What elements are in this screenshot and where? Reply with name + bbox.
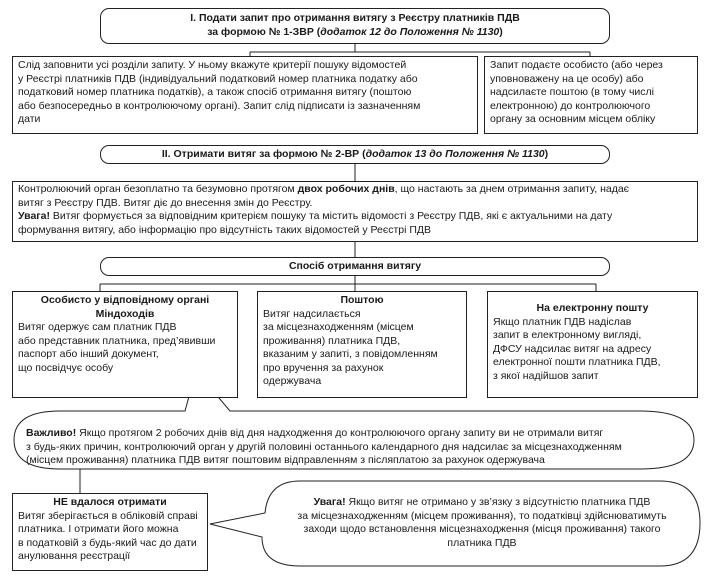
control-warning-line2: формування витягу, або інформацію про ві… — [18, 223, 432, 236]
step1-title-line1: I. Подати запит про отримання витягу з Р… — [190, 12, 520, 24]
warning-note: Увага! Якщо витяг не отримано у зв’язку … — [270, 496, 694, 550]
failed-text-line: Витяг зберігається в обліковій справі — [18, 509, 198, 522]
method-header: Спосіб отримання витягу — [100, 257, 610, 276]
important-line2: з будь-яких причин, контролюючий орган у… — [26, 440, 622, 453]
personal-text-line: що посвідчує особу — [18, 361, 114, 374]
submit-text-line: органу за основним місцем обліку — [490, 113, 656, 125]
mail-text-line: за місцезнаходженням (місцем — [263, 321, 414, 333]
personal-text-line: паспорт або інший документ, — [18, 348, 159, 360]
method-personal-box: Особисто у відповідному органі Міндоході… — [12, 291, 238, 398]
failed-text-line: анулювання реєстрації — [18, 550, 131, 562]
important-line1: Важливо! Якщо протягом 2 робочих днів ві… — [26, 427, 604, 439]
control-text-line2: витяг з Реєстру ПДВ. Витяг діє до внесен… — [18, 196, 313, 209]
email-text-line: ДФСУ надсилає витяг на адресу — [493, 342, 652, 355]
method-mail-title: Поштою — [340, 294, 384, 306]
method-email-title: На електронну пошту — [536, 302, 649, 314]
warning-line3: заходи щодо встановлення місцезнаходженн… — [303, 523, 661, 535]
mail-text-line: Витяг надсилається — [263, 307, 361, 320]
fill-text-line: або безпосередньо в контролюючому органі… — [18, 99, 421, 112]
mail-text-line: про вручення за рахунок — [263, 361, 384, 374]
failed-text-line: в податковій з будь-який час до дати — [18, 536, 197, 549]
fill-text-line: Слід заповнити усі розділи запиту. У ньо… — [18, 59, 407, 71]
personal-text-line: або представник платника, пред’явивши — [18, 334, 216, 347]
failed-box: НЕ вдалося отримати Витяг зберігається в… — [12, 493, 208, 571]
fill-text-line: податковий номер платника податків), а т… — [18, 86, 412, 98]
warning-line1: Увага! Якщо витяг не отримано у зв’язку … — [313, 496, 651, 508]
step2-header: II. Отримати витяг за формою № 2-ВР (дод… — [100, 145, 610, 164]
important-note: Важливо! Якщо протягом 2 робочих днів ві… — [26, 427, 686, 468]
control-text-line1: Контролюючий орган безоплатно та безумов… — [18, 183, 630, 195]
fill-request-box: Слід заповнити усі розділи запиту. У ньо… — [12, 56, 478, 134]
email-text-line: з якої надійшов запит — [493, 369, 599, 382]
mail-text-line: вказаним у запиті, з повідомленням — [263, 348, 438, 360]
method-personal-title: Особисто у відповідному органі — [40, 294, 210, 306]
email-text-line: електронної пошти платника ПДВ, — [493, 356, 661, 368]
step1-header: I. Подати запит про отримання витягу з Р… — [100, 8, 610, 44]
important-callout-shape — [13, 369, 695, 470]
mail-text-line: одержувача — [263, 375, 322, 387]
submit-text-line: уповноважену на це особу) або — [490, 72, 644, 85]
step1-title-line2: за формою № 1-ЗВР (додаток 12 до Положен… — [207, 25, 503, 38]
control-warning-line1: Увага! Витяг формується за відповідним к… — [18, 210, 613, 222]
control-body-box: Контролюючий орган безоплатно та безумов… — [12, 181, 698, 242]
submit-text-line: надсилаєте поштою (в тому числі — [490, 86, 654, 98]
email-text-line: запит в електронному вигляді, — [493, 329, 642, 341]
submit-request-box: Запит подаєте особисто (або через уповно… — [484, 56, 698, 134]
warning-line2: за місцезнаходженням (місцем проживання)… — [297, 509, 667, 522]
warning-callout-shape — [209, 480, 701, 567]
method-email-box: На електронну пошту Якщо платник ПДВ над… — [487, 291, 698, 398]
email-text-line: Якщо платник ПДВ надіслав — [493, 315, 632, 328]
submit-text-line: Запит подаєте особисто (або через — [490, 59, 663, 71]
method-personal-title2: Міндоходів — [95, 307, 155, 320]
failed-text-line: платника. І отримати його можна — [18, 523, 179, 535]
mail-text-line: проживання) платника ПДВ, — [263, 334, 401, 347]
failed-title: НЕ вдалося отримати — [53, 496, 167, 508]
fill-text-line: у Реєстрі платників ПДВ (індивідуальний … — [18, 72, 418, 85]
fill-text-line: дати — [18, 113, 41, 125]
personal-text-line: Витяг одержує сам платник ПДВ — [18, 321, 177, 333]
important-line3: (місцем проживання) платника ПДВ витяг п… — [26, 454, 545, 466]
warning-line4: платника ПДВ — [447, 536, 517, 549]
submit-text-line: електронною) до контролюючого — [490, 99, 651, 112]
method-mail-box: Поштою Витяг надсилається за місцезнаход… — [257, 291, 467, 398]
